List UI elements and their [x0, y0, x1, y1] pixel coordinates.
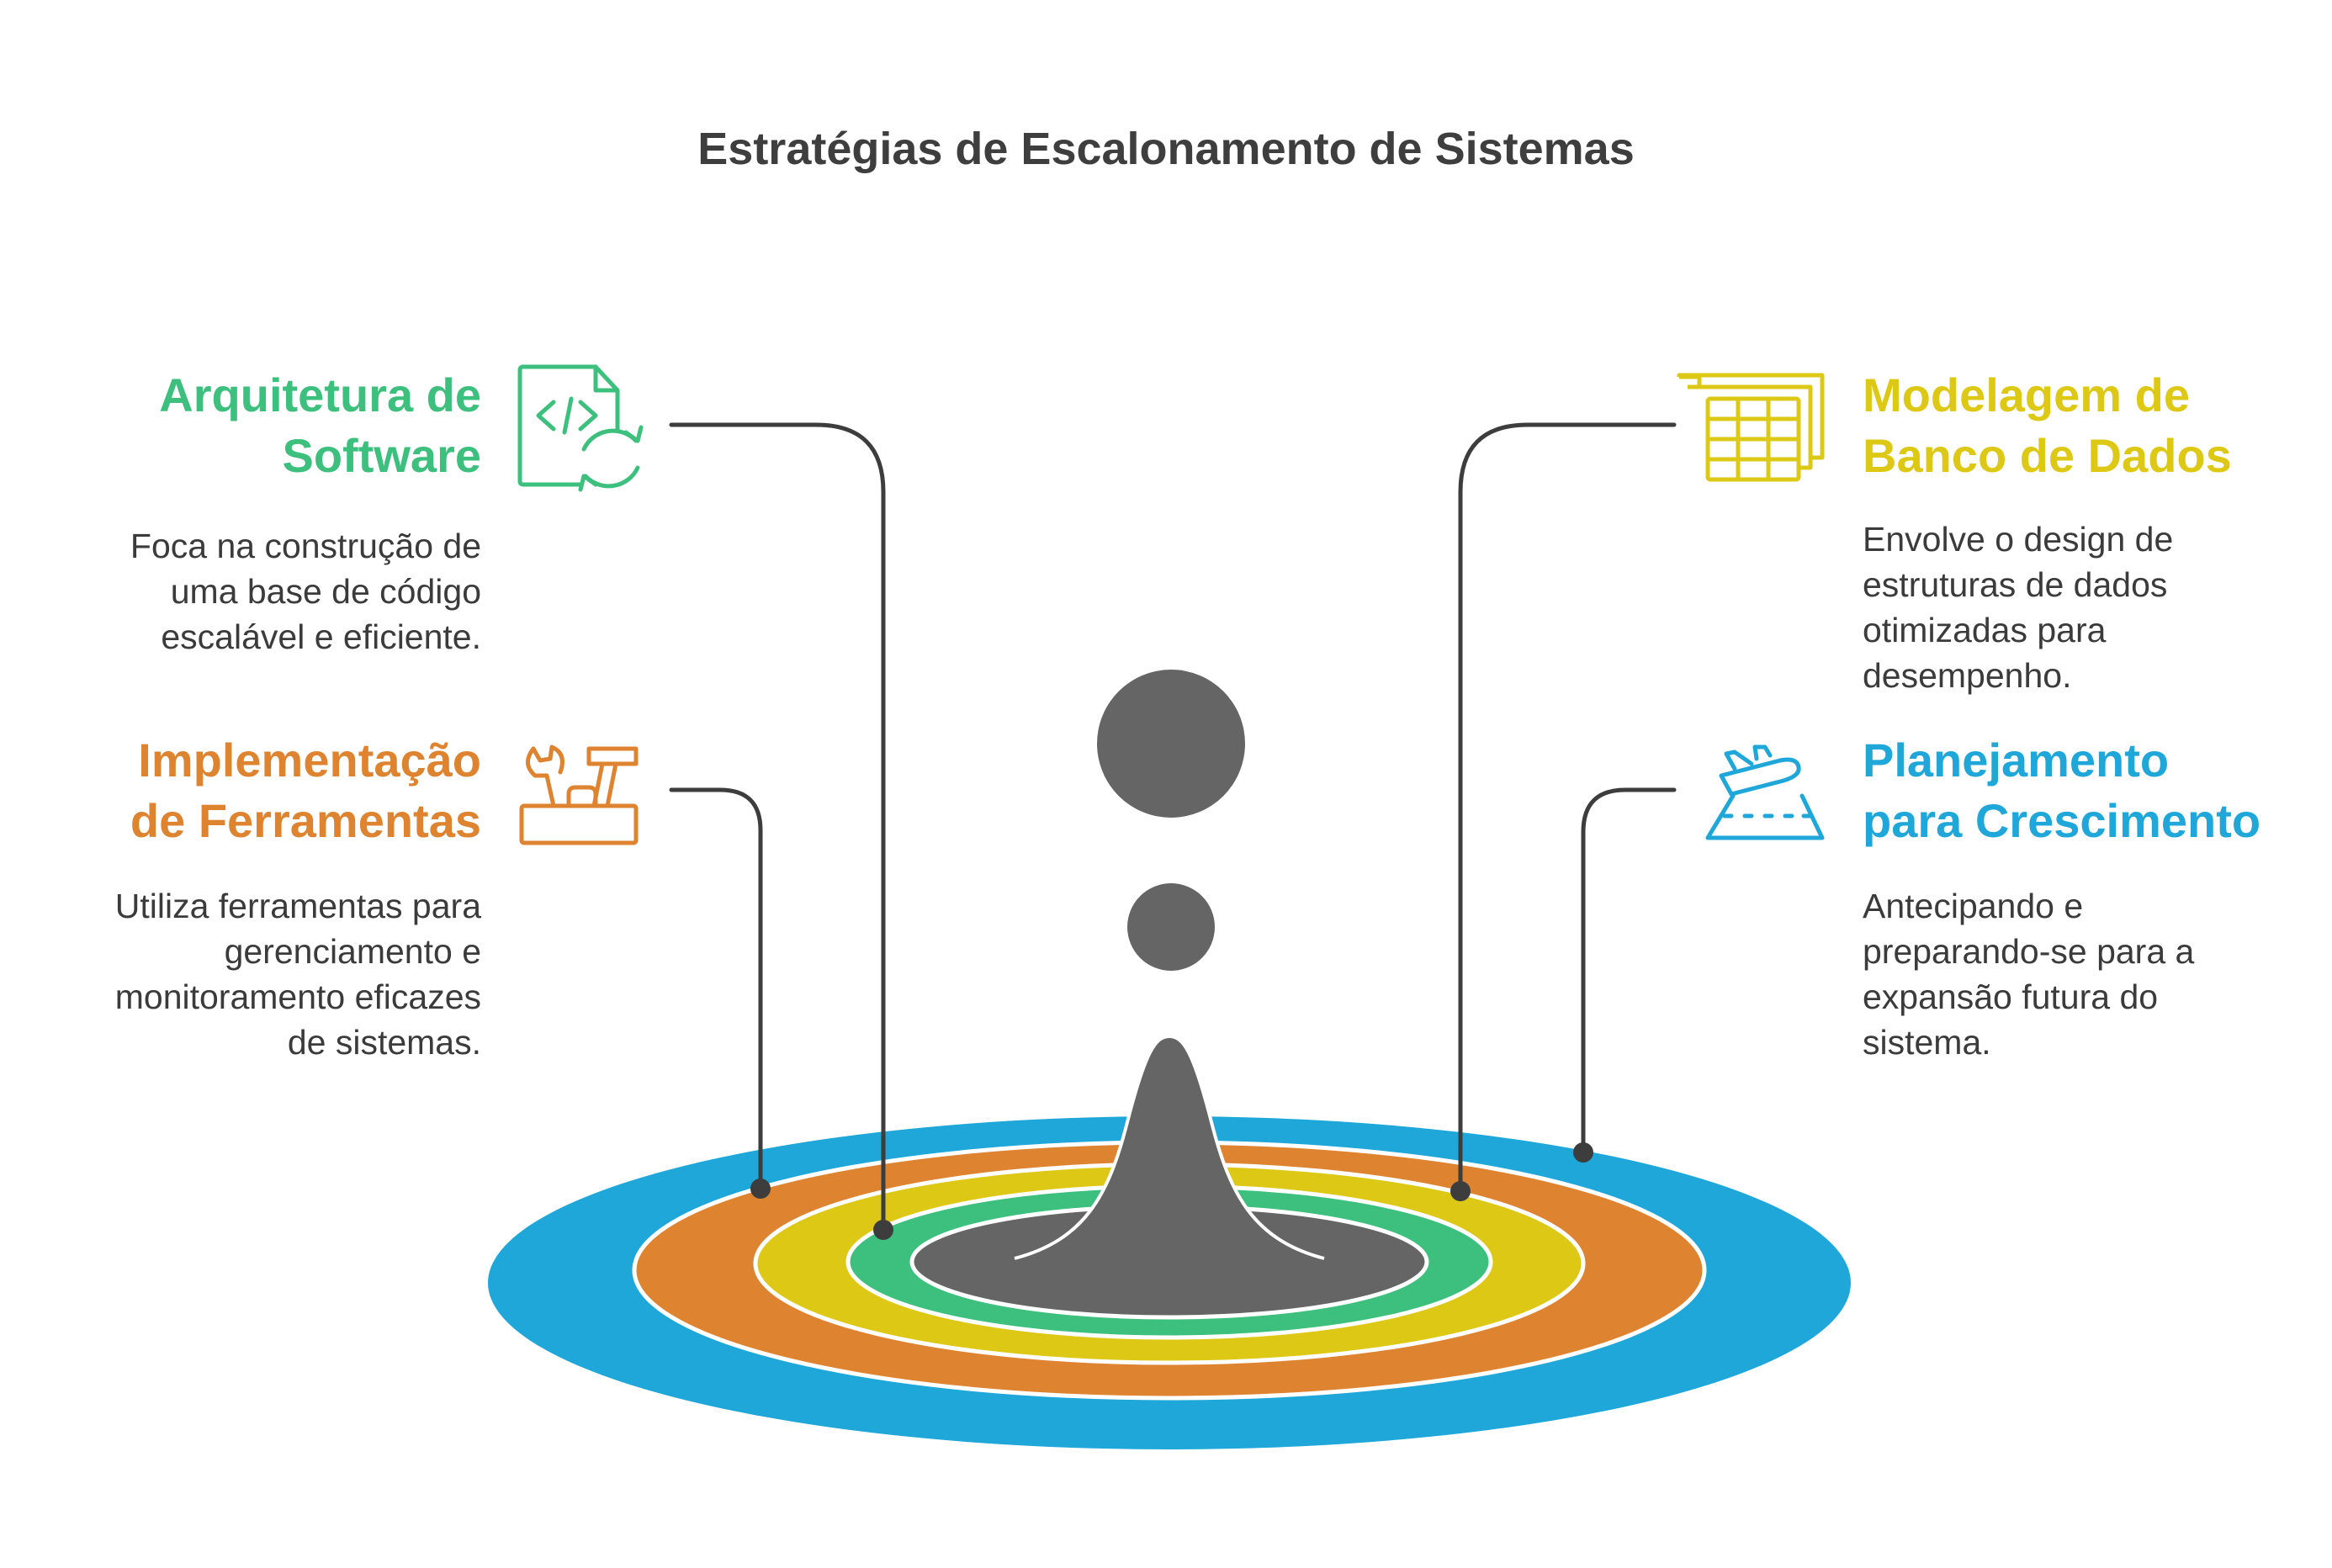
- airplane-runway-icon: [1705, 744, 1825, 840]
- description-modelagem-line-4: desempenho.: [1863, 656, 2072, 695]
- connector-implementacao: [669, 787, 763, 1191]
- heading-planejamento-line-2: para Crescimento: [1863, 794, 2261, 847]
- droplet-small: [1127, 883, 1215, 971]
- heading-implementacao-line-1: Implementação: [138, 734, 481, 787]
- toolbox-icon: [519, 744, 639, 845]
- description-arquitetura-line-3: escalável e eficiente.: [161, 617, 481, 656]
- connector-dot-planejamento: [1573, 1142, 1593, 1163]
- connector-modelagem: [1458, 422, 1677, 1194]
- connector-planejamento: [1581, 787, 1677, 1155]
- heading-implementacao: Implementação de Ferramentas: [76, 730, 481, 851]
- splash-peak: [1015, 1036, 1324, 1258]
- description-implementacao-line-2: gerenciamento e: [224, 932, 481, 971]
- heading-planejamento-line-1: Planejamento: [1863, 734, 2170, 787]
- connector-arquitetura: [669, 422, 886, 1232]
- heading-arquitetura-line-2: Software: [282, 429, 482, 482]
- heading-modelagem-line-2: Banco de Dados: [1863, 429, 2232, 482]
- stacked-tables-icon: [1677, 373, 1825, 470]
- heading-arquitetura: Arquitetura de Software: [76, 365, 481, 486]
- description-planejamento: Antecipando e preparando-se para a expan…: [1863, 883, 2308, 1065]
- droplet-large: [1097, 670, 1245, 818]
- description-implementacao-line-4: de sistemas.: [287, 1023, 481, 1062]
- description-planejamento-line-2: preparando-se para a: [1863, 932, 2195, 971]
- description-modelagem-line-2: estruturas de dados: [1863, 565, 2168, 604]
- heading-modelagem: Modelagem de Banco de Dados: [1863, 365, 2317, 486]
- description-planejamento-line-1: Antecipando e: [1863, 887, 2084, 925]
- description-implementacao: Utiliza ferramentas para gerenciamento e…: [34, 883, 481, 1065]
- stacked-tables-front: [1705, 396, 1801, 482]
- heading-arquitetura-line-1: Arquitetura de: [159, 368, 481, 421]
- description-implementacao-line-1: Utiliza ferramentas para: [114, 887, 481, 925]
- description-modelagem-line-1: Envolve o design de: [1863, 520, 2174, 559]
- heading-implementacao-line-2: de Ferramentas: [130, 794, 481, 847]
- heading-modelagem-line-1: Modelagem de: [1863, 368, 2190, 421]
- description-arquitetura-line-2: uma base de código: [170, 572, 481, 611]
- description-implementacao-line-3: monitoramento eficazes: [114, 977, 481, 1016]
- description-arquitetura: Foca na construção de uma base de código…: [50, 523, 481, 660]
- description-modelagem-line-3: otimizadas para: [1863, 611, 2107, 649]
- description-planejamento-line-3: expansão futura do: [1863, 977, 2159, 1016]
- page-title: Estratégias de Escalonamento de Sistemas: [697, 124, 1635, 174]
- connector-dot-modelagem: [1450, 1181, 1471, 1201]
- splash-highlight: [1014, 1034, 1325, 1260]
- description-modelagem: Envolve o design de estruturas de dados …: [1863, 516, 2308, 698]
- connector-dot-implementacao: [750, 1179, 771, 1199]
- heading-planejamento: Planejamento para Crescimento: [1863, 730, 2325, 851]
- description-arquitetura-line-1: Foca na construção de: [130, 527, 481, 565]
- description-planejamento-line-4: sistema.: [1863, 1023, 1991, 1062]
- connector-dot-arquitetura: [873, 1220, 893, 1240]
- code-file-sync-icon: [517, 364, 644, 492]
